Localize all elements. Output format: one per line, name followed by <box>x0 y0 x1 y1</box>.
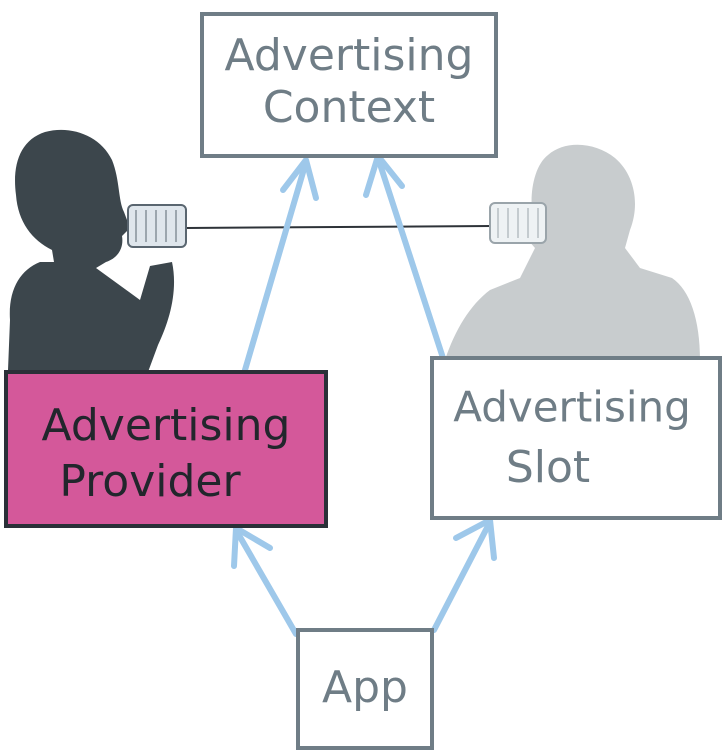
app-node: App <box>296 628 434 750</box>
right-tin-can <box>489 202 547 244</box>
left-tin-can <box>127 204 187 248</box>
tin-can-telephone <box>127 202 547 248</box>
advertising-provider-node: Advertising Provider <box>4 370 328 528</box>
arrow-app-to-provider <box>231 525 299 637</box>
advertising-context-line2: Context <box>263 82 435 133</box>
advertising-provider-line1: Advertising <box>42 400 291 451</box>
advertising-slot-node: Advertising Slot <box>430 356 722 520</box>
advertising-slot-line2: Slot <box>506 442 590 493</box>
advertising-slot-line1: Advertising <box>453 383 691 432</box>
app-label: App <box>322 662 408 713</box>
arrow-app-to-slot <box>431 517 497 633</box>
advertising-provider-line2: Provider <box>59 456 241 507</box>
advertising-context-node: Advertising Context <box>200 12 498 158</box>
right-person-silhouette <box>445 144 700 360</box>
left-person-silhouette <box>8 129 175 372</box>
advertising-context-line1: Advertising <box>225 30 474 81</box>
arrow-provider-to-context <box>242 157 319 373</box>
arrow-slot-to-context <box>363 153 446 361</box>
